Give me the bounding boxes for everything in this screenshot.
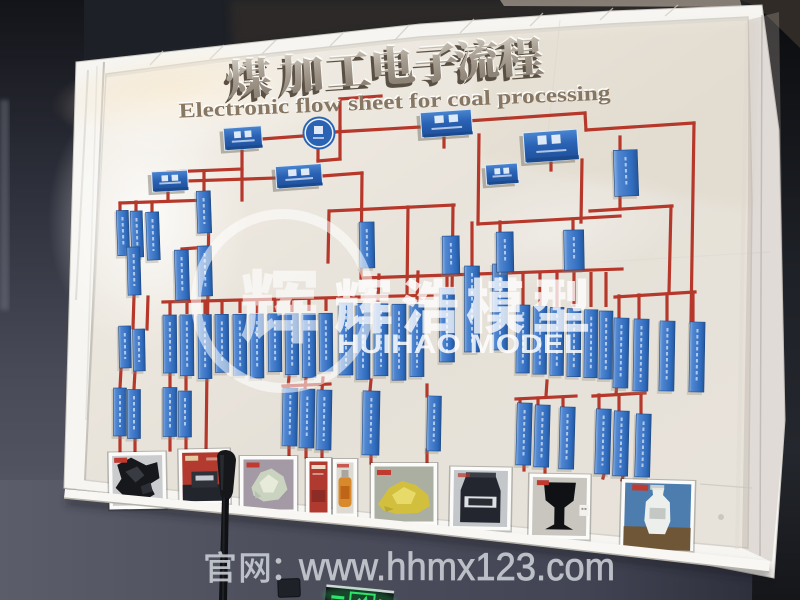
svg-text:HUIHAO MODEL: HUIHAO MODEL [337, 329, 583, 359]
svg-text:www.hhmx123.com: www.hhmx123.com [298, 546, 615, 589]
